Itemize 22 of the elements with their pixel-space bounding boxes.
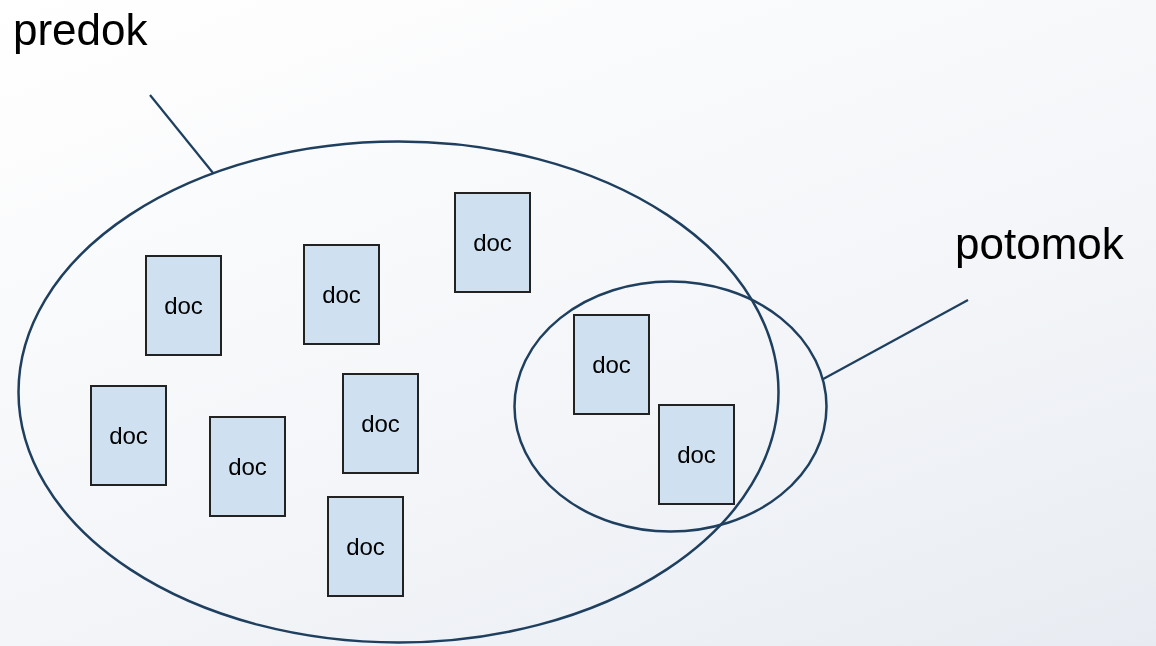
document-label: doc xyxy=(164,291,203,320)
document-label: doc xyxy=(322,280,361,309)
document-label: doc xyxy=(346,532,385,561)
leader-line xyxy=(149,94,215,174)
document-label: doc xyxy=(109,421,148,450)
set-label: potomok xyxy=(955,222,1151,266)
leader-line xyxy=(822,299,969,381)
set-label: predok xyxy=(13,8,173,52)
document-box xyxy=(209,416,286,517)
document-label: doc xyxy=(473,228,512,257)
document-label: doc xyxy=(592,350,631,379)
document-box xyxy=(145,255,222,356)
document-box xyxy=(342,373,419,474)
document-label: doc xyxy=(677,440,716,469)
document-box xyxy=(327,496,404,597)
document-label: doc xyxy=(228,452,267,481)
document-label: doc xyxy=(361,409,400,438)
document-box xyxy=(90,385,167,486)
document-box xyxy=(658,404,735,505)
document-box xyxy=(454,192,531,293)
document-box xyxy=(303,244,380,345)
document-box xyxy=(573,314,650,415)
